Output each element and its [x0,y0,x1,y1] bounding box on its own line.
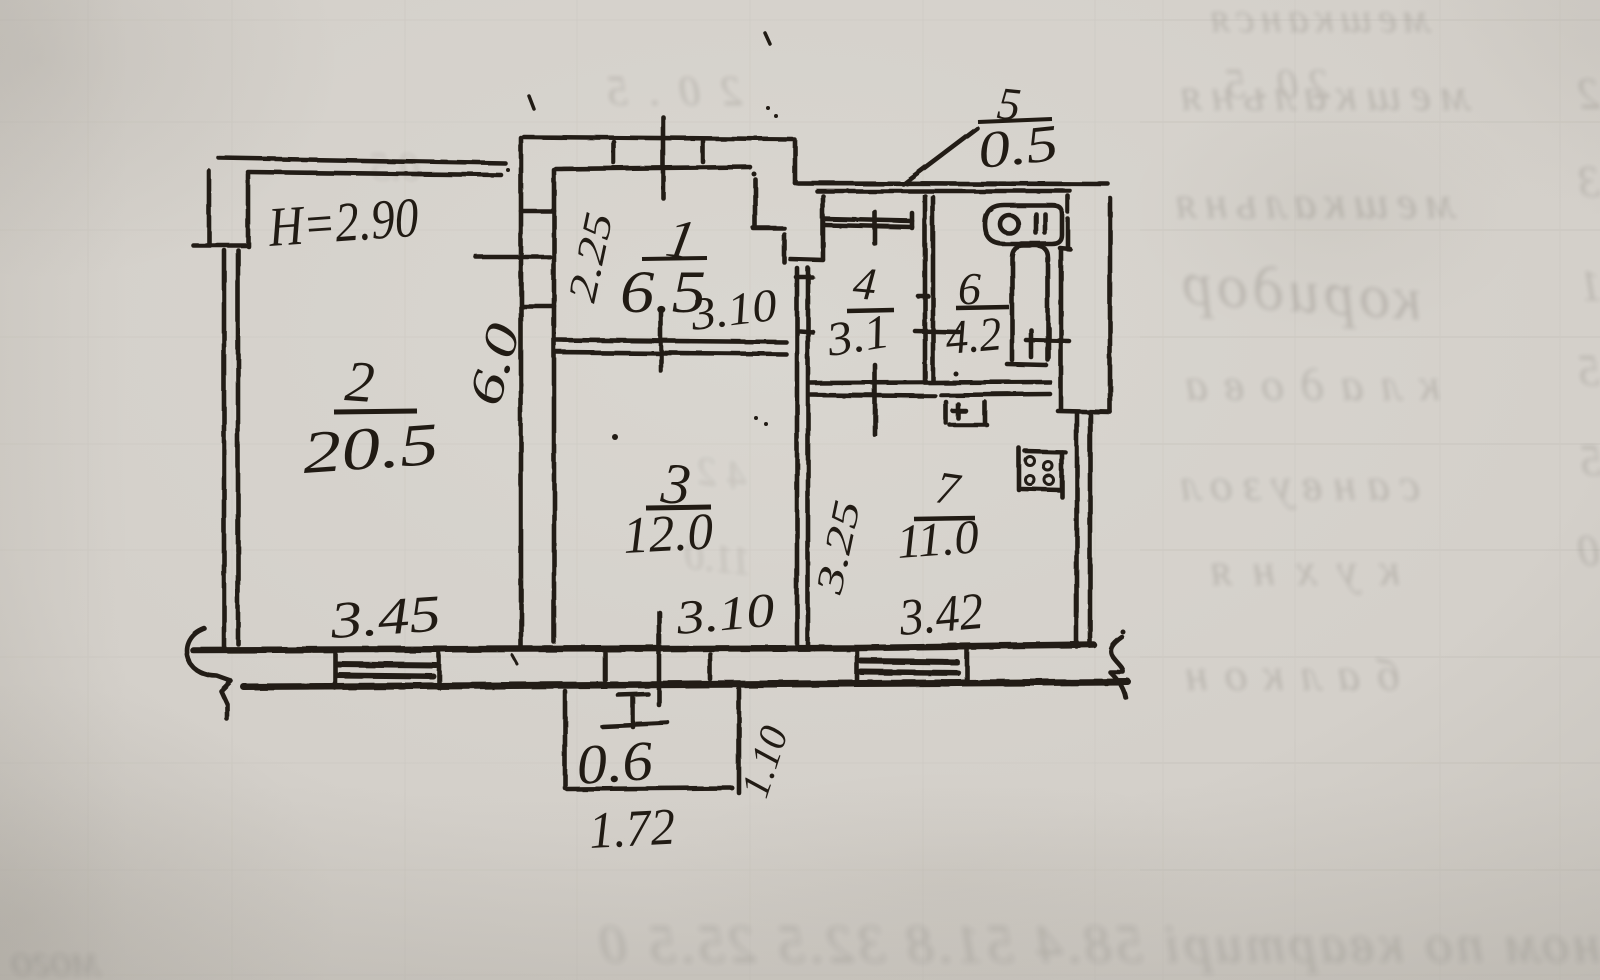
svg-text:20.5: 20.5 [300,411,440,486]
svg-text:0: 0 [1578,526,1600,575]
svg-text:2: 2 [343,348,376,415]
svg-text:3: 3 [1578,157,1600,206]
svg-text:3.10: 3.10 [687,279,780,340]
svg-text:3.45: 3.45 [328,585,443,650]
svg-text:6.5: 6.5 [620,259,706,325]
svg-text:коридор: коридор [1180,249,1424,334]
svg-text:3.1: 3.1 [822,305,893,367]
svg-text:2: 2 [1578,69,1600,118]
svg-text:0.5: 0.5 [370,144,420,189]
svg-text:4.2: 4.2 [943,307,1003,365]
svg-text:11.0: 11.0 [895,510,980,569]
svg-text:H=2.90: H=2.90 [266,187,421,259]
svg-text:0.5: 0.5 [975,115,1061,180]
svg-text:4 2: 4 2 [694,447,750,499]
svg-text:кладова: кладова [1185,359,1440,410]
svg-text:мого: мого [11,936,102,980]
svg-text:мешканся: мешканся [1210,0,1432,42]
svg-text:3.42: 3.42 [896,583,986,647]
svg-text:3.10: 3.10 [673,584,776,645]
svg-text:5: 5 [1578,346,1600,395]
svg-text:ном по квартирі 58.4 51.8 32.5: ном по квартирі 58.4 51.8 32.5 25.5 0 [600,914,1600,974]
svg-text:1.72: 1.72 [588,799,677,860]
svg-text:4: 4 [851,257,878,310]
svg-text:12.0: 12.0 [622,503,715,565]
svg-text:мешкальня: мешкальня [1180,69,1472,120]
svg-text:1: 1 [1580,261,1600,310]
svg-text:5: 5 [1580,436,1600,485]
svg-text:6: 6 [958,263,981,314]
svg-text:мешкальня: мешкальня [1175,177,1457,228]
svg-text:11.0: 11.0 [682,532,753,584]
svg-text:0.6: 0.6 [575,730,655,797]
